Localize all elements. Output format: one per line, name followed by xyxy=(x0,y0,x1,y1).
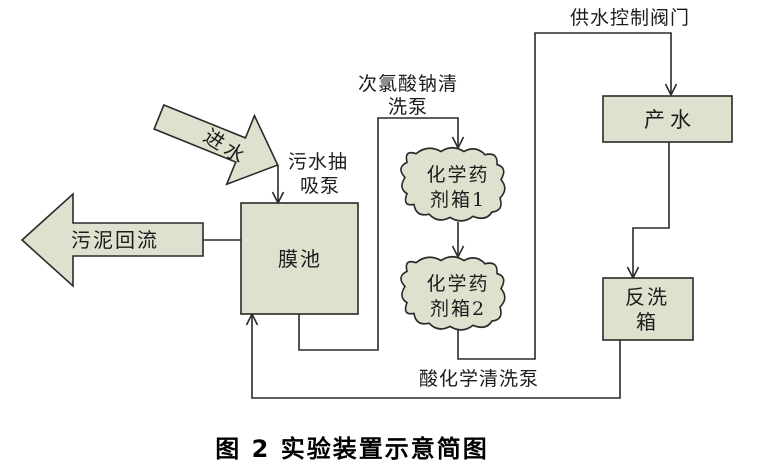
label-chem-tank2-line2: 剂箱2 xyxy=(430,298,486,320)
inflow-block-arrow xyxy=(153,103,279,186)
label-backwash-tank-line2: 箱 xyxy=(636,310,658,334)
label-acid-pump: 酸化学清洗泵 xyxy=(419,368,539,390)
label-chem-tank2-line1: 化学药 xyxy=(426,273,489,295)
label-chem-tank1-line2: 剂箱1 xyxy=(430,189,486,211)
pipe-backwash-to-membrane xyxy=(251,316,621,399)
label-backwash-tank-line1: 反洗 xyxy=(625,285,669,309)
label-suction-pump-line2: 吸泵 xyxy=(300,175,340,197)
backwash-tank-box xyxy=(602,277,694,341)
pipe-membrane-to-chem1 xyxy=(298,117,459,351)
label-chem-tank1-line1: 化学药 xyxy=(426,164,489,186)
pipe-chem2-to-product xyxy=(457,32,672,360)
membrane-tank-box xyxy=(240,202,359,315)
shapes-layer xyxy=(20,95,733,341)
label-sludge-return: 污泥回流 xyxy=(71,228,159,252)
pipes-layer xyxy=(203,32,678,399)
label-naclo-pump-line2: 洗泵 xyxy=(388,96,428,118)
label-membrane-tank: 膜池 xyxy=(278,247,322,271)
sludge-return-block-arrow xyxy=(20,192,204,288)
figure-caption: 图 2 实验装置示意简图 xyxy=(215,435,489,463)
label-naclo-pump-line1: 次氯酸钠清 xyxy=(358,73,458,95)
arrowhead-into-product xyxy=(664,83,678,97)
label-supply-valve: 供水控制阀门 xyxy=(570,7,690,29)
product-water-box xyxy=(602,95,733,143)
label-suction-pump-line1: 污水抽 xyxy=(288,151,348,173)
labels-layer: 供水控制阀门 次氯酸钠清 洗泵 进水 污水抽 吸泵 污泥回流 膜池 化学药 剂箱… xyxy=(71,7,696,390)
label-product-water: 产水 xyxy=(644,108,696,132)
chem-tank1-cloud xyxy=(400,146,506,222)
pipe-product-to-backwash xyxy=(632,142,670,276)
chem-tank2-cloud xyxy=(400,255,506,331)
